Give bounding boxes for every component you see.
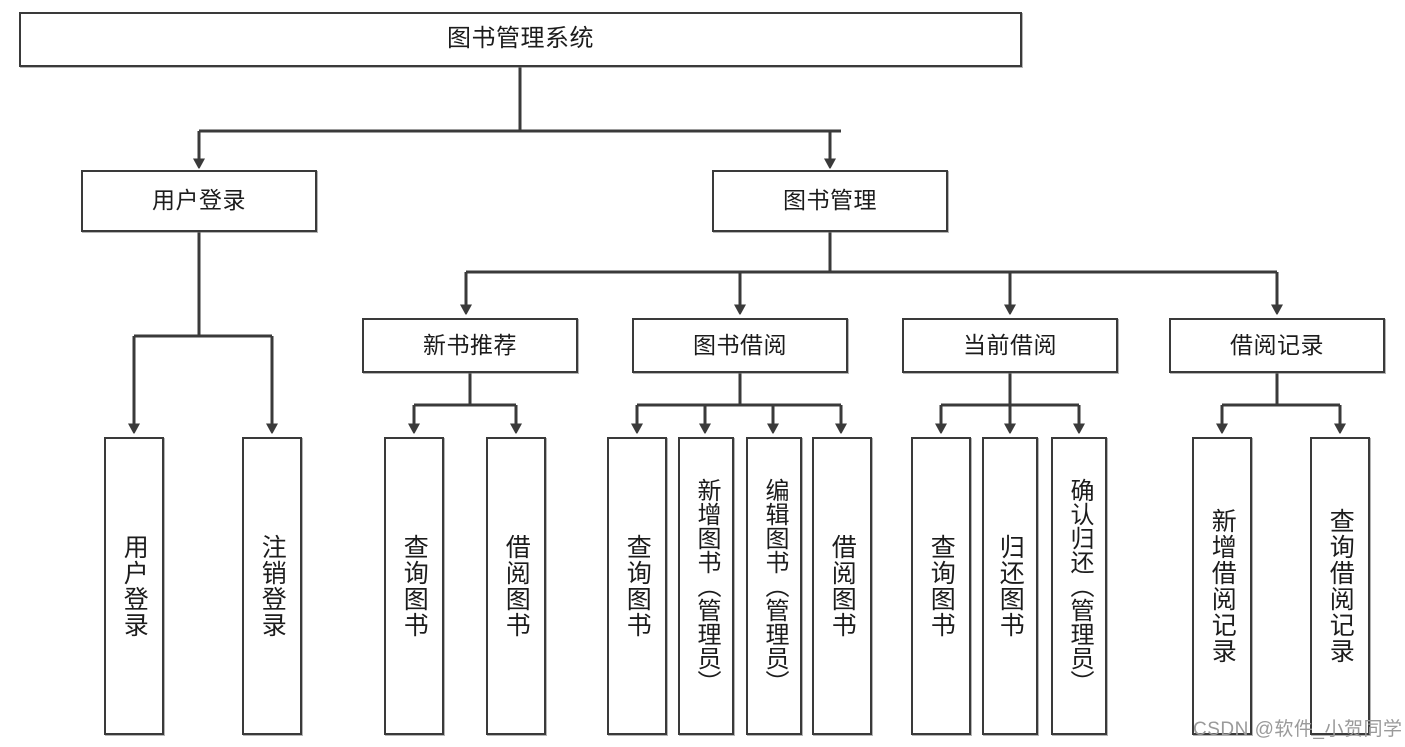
node-current-borrow[interactable]: 当前借阅 <box>902 318 1118 373</box>
node-label: 当前借阅 <box>963 331 1057 358</box>
node-label: 图书管理 <box>783 187 877 214</box>
node-label: 注销登录 <box>258 534 287 638</box>
node-label: 借阅图书 <box>828 534 857 638</box>
leaf-book-borrow-borrow-book[interactable]: 借阅图书 <box>812 437 872 735</box>
node-label: 新书推荐 <box>423 331 517 358</box>
leaf-current-borrow-query-book[interactable]: 查询图书 <box>911 437 971 735</box>
leaf-book-borrow-query-book[interactable]: 查询图书 <box>607 437 667 735</box>
node-root-book-management-system[interactable]: 图书管理系统 <box>19 12 1022 67</box>
leaf-current-borrow-confirm-return-admin[interactable]: 确认归还（管理员） <box>1051 437 1107 735</box>
leaf-borrow-record-query-record[interactable]: 查询借阅记录 <box>1310 437 1370 735</box>
node-new-book-recommend[interactable]: 新书推荐 <box>362 318 578 373</box>
leaf-book-borrow-add-book-admin[interactable]: 新增图书（管理员） <box>678 437 734 735</box>
node-label: 编辑图书（管理员） <box>761 478 788 694</box>
node-user-login[interactable]: 用户登录 <box>81 170 317 232</box>
node-label: 确认归还（管理员） <box>1066 478 1093 694</box>
node-label: 查询图书 <box>623 534 652 638</box>
node-label: 查询图书 <box>400 534 429 638</box>
node-label: 新增借阅记录 <box>1208 508 1237 664</box>
leaf-borrow-record-add-record[interactable]: 新增借阅记录 <box>1192 437 1252 735</box>
node-book-management[interactable]: 图书管理 <box>712 170 948 232</box>
leaf-book-borrow-edit-book-admin[interactable]: 编辑图书（管理员） <box>746 437 802 735</box>
node-label: 归还图书 <box>996 534 1025 638</box>
node-borrow-record[interactable]: 借阅记录 <box>1169 318 1385 373</box>
node-label: 借阅图书 <box>502 534 531 638</box>
leaf-new-book-borrow-book[interactable]: 借阅图书 <box>486 437 546 735</box>
node-label: 新增图书（管理员） <box>693 478 720 694</box>
node-book-borrow[interactable]: 图书借阅 <box>632 318 848 373</box>
node-label: 查询图书 <box>927 534 956 638</box>
node-label: 借阅记录 <box>1230 331 1324 358</box>
csdn-watermark: CSDN @软件_小贺同学 <box>1193 719 1403 740</box>
node-label: 用户登录 <box>152 187 246 214</box>
leaf-current-borrow-return-book[interactable]: 归还图书 <box>982 437 1038 735</box>
node-label: 图书管理系统 <box>447 25 594 53</box>
leaf-user-login-login[interactable]: 用户登录 <box>104 437 164 735</box>
leaf-new-book-query-book[interactable]: 查询图书 <box>384 437 444 735</box>
node-label: 查询借阅记录 <box>1326 508 1355 664</box>
leaf-user-login-logout[interactable]: 注销登录 <box>242 437 302 735</box>
node-label: 图书借阅 <box>693 331 787 358</box>
node-label: 用户登录 <box>120 534 149 638</box>
